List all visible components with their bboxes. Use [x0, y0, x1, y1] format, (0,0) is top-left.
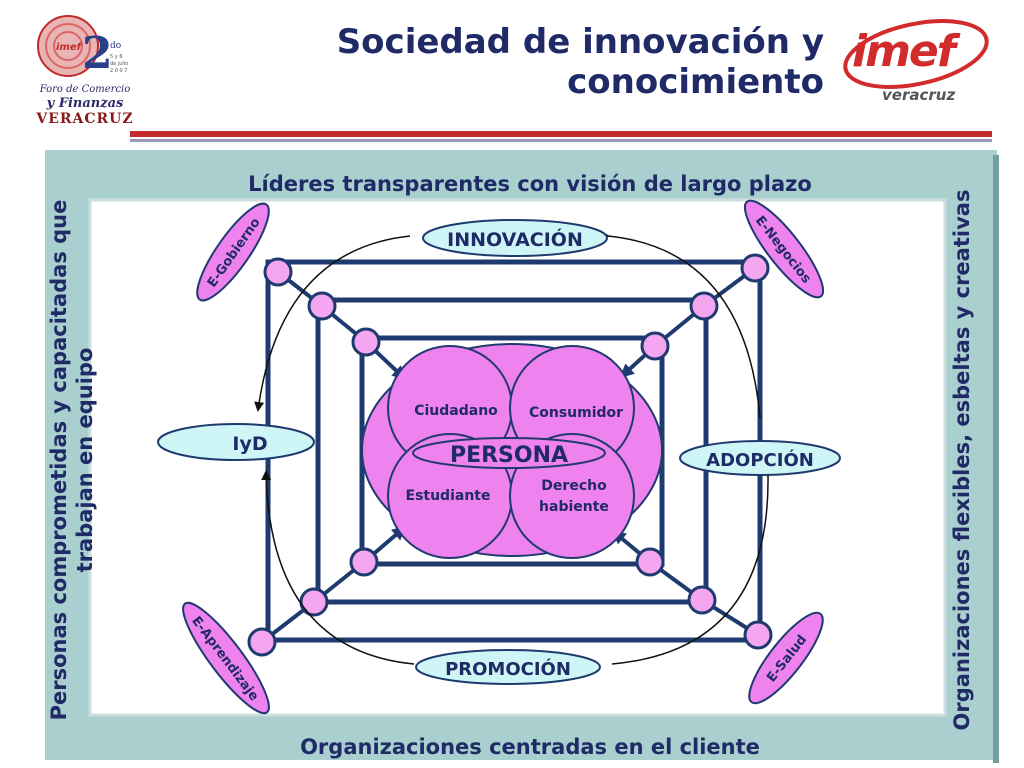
label-persona: PERSONA: [450, 443, 568, 468]
forum-badge-suffix: do: [110, 41, 121, 51]
forum-logo: imef 2 do 5 y 6 de julio 2 0 0 7 Foro de…: [30, 6, 140, 134]
forum-small-1: 5 y 6: [110, 54, 123, 60]
forum-mini-text: imef: [56, 42, 83, 53]
pill-adopcion-label: ADOPCIÓN: [706, 449, 814, 471]
node-outer-tl: [263, 257, 293, 287]
node-outer-br: [743, 620, 773, 650]
frame-label-right: Organizaciones flexibles, esbeltas y cre…: [950, 190, 974, 731]
persona-pill: [412, 437, 606, 469]
node-inner-tr: [640, 331, 670, 361]
imef-logo: imef veracruz: [838, 14, 998, 114]
header-divider-shadow: [130, 139, 992, 142]
label-estudiante: Estudiante: [406, 488, 491, 504]
node-inner-bl: [349, 547, 379, 577]
node-middle-br: [687, 585, 717, 615]
node-outer-bl: [247, 627, 277, 657]
title-line-1: Sociedad de innovación y: [336, 22, 824, 62]
forum-small-3: 2 0 0 7: [110, 68, 128, 74]
title-line-2: conocimiento: [567, 62, 824, 102]
node-middle-tl: [307, 291, 337, 321]
label-ciudadano: Ciudadano: [414, 403, 498, 419]
pill-iyd: [157, 423, 315, 461]
outer-frame-shadow: [993, 155, 999, 763]
frame-label-bottom: Organizaciones centradas en el cliente: [300, 735, 760, 759]
node-middle-bl: [299, 587, 329, 617]
header-divider: [130, 131, 992, 137]
label-derecho: Derecho: [541, 478, 607, 494]
pill-innovacion: [422, 219, 608, 257]
forum-small-2: de julio: [110, 61, 128, 67]
node-middle-tr: [689, 291, 719, 321]
pill-promocion: [415, 649, 601, 685]
forum-emblem-icon: imef 2 do 5 y 6 de julio 2 0 0 7: [37, 15, 128, 79]
cycle-arrow-promocion-iyd: [261, 470, 415, 665]
node-inner-tl: [351, 327, 381, 357]
cycle-arrow-innovacion-adopcion: [599, 230, 761, 419]
label-habiente: habiente: [539, 499, 609, 515]
forum-line-2: y Finanzas: [46, 96, 124, 111]
pill-innovacion-label: INNOVACIÓN: [447, 227, 583, 251]
frame-label-left-2: trabajan en equipo: [73, 348, 97, 573]
forum-line-3: VERACRUZ: [36, 111, 134, 127]
forum-badge-number: 2: [82, 28, 113, 79]
pill-e-gobierno: [196, 202, 270, 302]
pill-iyd-label: IyD: [232, 433, 267, 455]
imef-subtitle: veracruz: [882, 86, 956, 104]
cycle-arrow-innovacion-iyd: [254, 235, 411, 412]
imef-swoosh-icon: [843, 19, 989, 89]
page-title: Sociedad de innovación y conocimiento: [264, 22, 824, 102]
cycle-arrow-adopcion-promocion: [611, 467, 773, 665]
pill-e-aprendizaje: [182, 601, 270, 715]
pill-e-negocios: [743, 199, 825, 299]
pill-adopcion: [679, 440, 841, 476]
node-outer-tr: [740, 253, 770, 283]
frame-label-left-1: Personas comprometidas y capacitadas que: [47, 200, 71, 721]
pill-promocion-label: PROMOCIÓN: [445, 658, 571, 680]
node-inner-br: [635, 547, 665, 577]
pill-e-salud: [748, 611, 824, 705]
label-consumidor: Consumidor: [529, 405, 623, 421]
forum-line-1: Foro de Comercio: [39, 84, 131, 95]
frame-label-top: Líderes transparentes con visión de larg…: [248, 172, 812, 196]
imef-wordmark: imef: [852, 26, 956, 77]
